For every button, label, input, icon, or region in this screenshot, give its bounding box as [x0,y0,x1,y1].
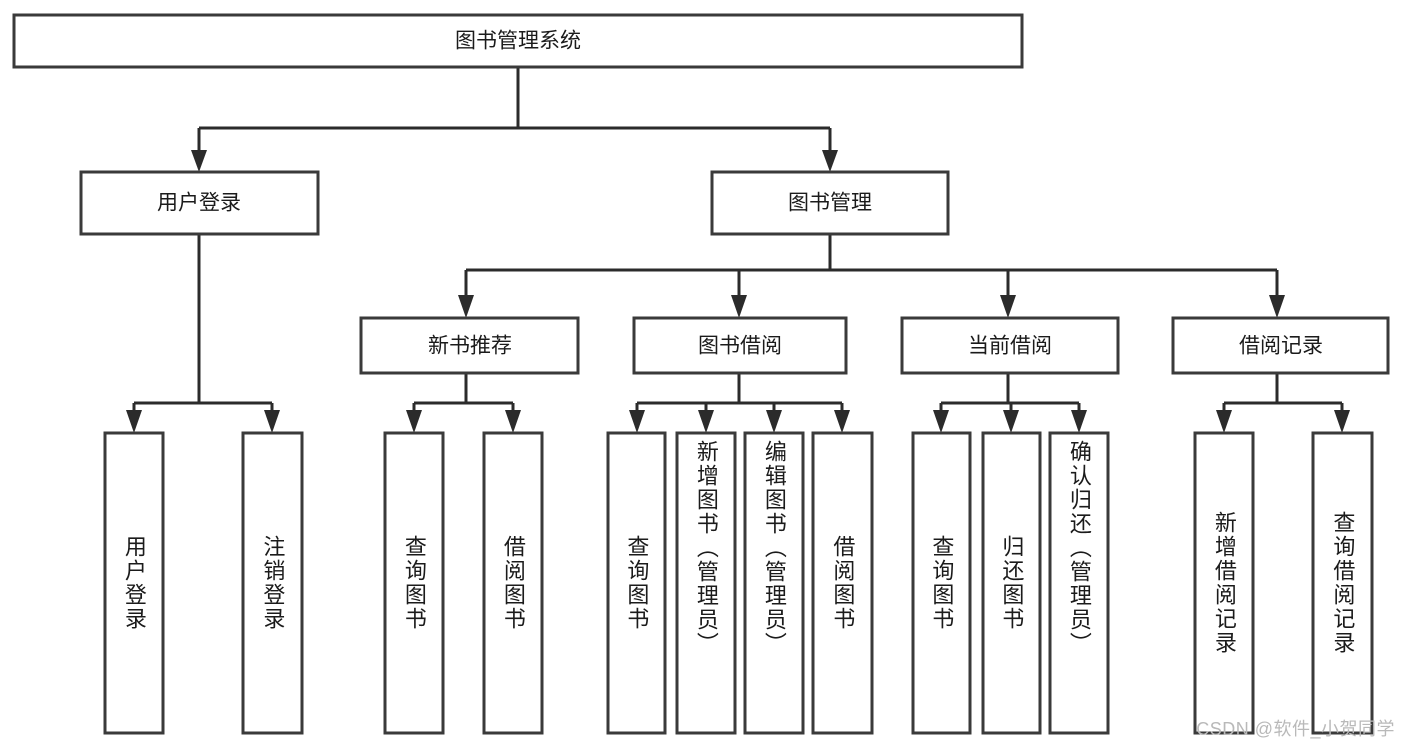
arrow-head-new-book-recommend [458,295,474,318]
arrow-head-leaf-query-book-3 [933,410,949,433]
arrow-head-leaf-return-book [1003,410,1019,433]
node-label-book-manage: 图书管理 [788,192,872,215]
connector-group-borrow-record [1216,373,1350,433]
node-box-leaf-add-book[interactable] [675,431,737,735]
node-new-book-recommend[interactable]: 新书推荐 [359,316,580,375]
arrow-head-leaf-logout [264,410,280,433]
node-box-leaf-query-book-1[interactable] [383,431,445,735]
node-user-login[interactable]: 用户登录 [79,170,320,236]
watermark-text: CSDN @软件_小贺同学 [1196,719,1395,739]
node-label-new-book-recommend: 新书推荐 [428,335,512,358]
node-label-current-borrow: 当前借阅 [968,335,1052,358]
arrow-head-leaf-query-book-2 [629,410,645,433]
node-label-book-borrow: 图书借阅 [698,335,782,358]
node-box-leaf-add-record[interactable] [1193,431,1255,735]
node-box-leaf-query-book-3[interactable] [911,431,972,735]
node-label-user-login: 用户登录 [157,192,241,215]
node-box-leaf-edit-book[interactable] [743,431,805,735]
arrow-head-leaf-borrow-book-2 [834,410,850,433]
node-box-leaf-query-record[interactable] [1311,431,1374,735]
node-box-book-borrow [632,316,848,375]
arrow-head-user-login [191,150,207,172]
arrow-head-current-borrow [1000,295,1016,318]
arrow-head-leaf-add-book [698,410,714,433]
arrow-head-leaf-edit-book [766,410,782,433]
arrow-head-leaf-query-record [1334,410,1350,433]
connector-group-root [191,67,838,172]
leaf-box-group [103,431,1374,735]
node-box-user-login [79,170,320,236]
node-box-current-borrow [900,316,1120,375]
node-book-manage[interactable]: 图书管理 [710,170,950,236]
arrow-head-book-manage [822,150,838,172]
node-box-book-manage [710,170,950,236]
node-box-leaf-logout[interactable] [241,431,304,735]
arrow-head-leaf-user-login [126,410,142,433]
arrow-head-book-borrow [731,295,747,318]
connector-group-book-borrow [629,373,850,433]
node-box-new-book-recommend [359,316,580,375]
node-box-leaf-query-book-2[interactable] [606,431,667,735]
node-borrow-record[interactable]: 借阅记录 [1171,316,1390,375]
arrow-head-leaf-add-record [1216,410,1232,433]
node-root-system[interactable]: 图书管理系统 [12,13,1024,69]
arrow-head-leaf-query-book-1 [406,410,422,433]
node-current-borrow[interactable]: 当前借阅 [900,316,1120,375]
arrow-head-leaf-borrow-book-1 [505,410,521,433]
arrow-head-leaf-confirm-return [1071,410,1087,433]
connector-group-new-book-recommend [406,373,521,433]
node-label-borrow-record: 借阅记录 [1239,335,1323,358]
node-book-borrow[interactable]: 图书借阅 [632,316,848,375]
node-box-leaf-confirm-return[interactable] [1048,431,1110,735]
node-label-root: 图书管理系统 [455,30,581,53]
node-box-root [12,13,1024,69]
connector-group-user-login [126,234,280,433]
node-box-leaf-borrow-book-1[interactable] [482,431,544,735]
arrow-head-borrow-record [1269,295,1285,318]
connector-group-book-manage [458,234,1285,318]
connector-group-current-borrow [933,373,1087,433]
node-box-leaf-borrow-book-2[interactable] [811,431,874,735]
node-box-leaf-user-login[interactable] [103,431,165,735]
node-box-leaf-return-book[interactable] [981,431,1042,735]
node-box-borrow-record [1171,316,1390,375]
